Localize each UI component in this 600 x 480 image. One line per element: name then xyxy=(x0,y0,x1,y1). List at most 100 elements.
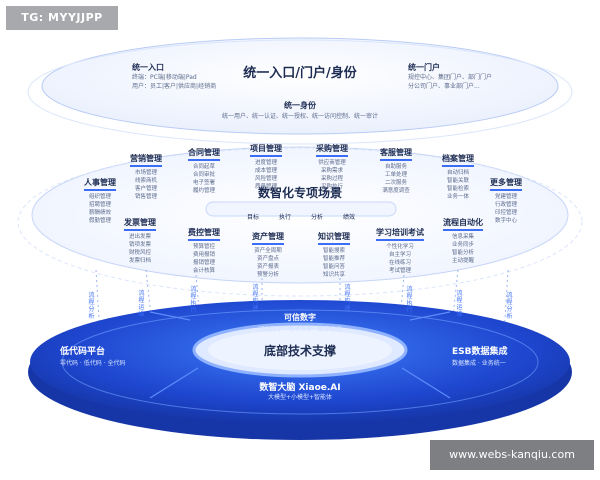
module-item: 行政管理 xyxy=(494,202,517,208)
module-item: 满意度调查 xyxy=(382,188,410,194)
module-item: 智能分析 xyxy=(451,250,474,256)
module-item: 线索商机 xyxy=(134,178,157,184)
watermark-bottom-right: www.webs-kanqiu.com xyxy=(430,440,594,470)
module-item: 智能关联 xyxy=(446,178,469,184)
module-item: 组织管理 xyxy=(88,194,111,200)
identity-layer-ellipse xyxy=(41,37,559,135)
module-item: 业务一体 xyxy=(446,194,469,200)
module-title: 资产管理 xyxy=(252,231,284,245)
module-training: 学习培训考试 个性化学习自主学习在线练习考试管理 xyxy=(364,220,436,275)
flow-label: 流程构建 xyxy=(252,284,259,312)
flow-label: 流程执行 xyxy=(190,286,197,314)
module-hr: 人事管理 组织管理招聘管理薪酬绩效假勤管理 xyxy=(70,170,130,225)
module-item: 薪酬绩效 xyxy=(88,210,111,216)
portal-desc: 规控中心、集团门户、部门门户 xyxy=(408,74,493,81)
module-item: 假勤管理 xyxy=(88,218,111,224)
entry-block: 统一入口 终端：PC端|移动端|Pad 用户：员工|客户|供应商|经销商 xyxy=(132,62,252,91)
module-title: 档案管理 xyxy=(442,153,474,167)
module-item: 印控管理 xyxy=(494,210,517,216)
module-item: 工单处理 xyxy=(384,172,407,178)
module-item: 进度管理 xyxy=(254,160,277,166)
flow-label: 流程分析 xyxy=(88,292,95,320)
module-item: 供应商管理 xyxy=(318,160,346,166)
module-workflow-automation: 流程自动化 信息采集业务同步智能分析主动提醒 xyxy=(430,210,496,265)
module-item: 业务同步 xyxy=(451,242,474,248)
scenario-title: 数智化专项场景 xyxy=(257,186,342,200)
module-contract: 合同管理 合同起草合同审批电子签署履约管理 xyxy=(174,140,234,195)
module-item: 市场管理 xyxy=(134,170,157,176)
module-item: 进出发票 xyxy=(128,234,151,240)
flow-label: 流程运维 xyxy=(456,290,463,318)
flow-label: 流程构建 xyxy=(344,284,351,312)
module-item: 报销管理 xyxy=(192,260,215,266)
module-item: 销售管理 xyxy=(134,194,157,200)
module-procurement: 采购管理 供应商管理采购需求采购过程采购执行 xyxy=(302,136,362,191)
identity-title: 统一入口/门户/身份 xyxy=(243,66,357,81)
unified-id-title: 统一身份 xyxy=(284,101,316,110)
module-item: 风险管理 xyxy=(254,176,277,182)
module-title: 人事管理 xyxy=(84,177,116,191)
module-item: 智能检索 xyxy=(446,186,469,192)
module-title: 学习培训考试 xyxy=(376,227,424,241)
module-item: 预算管控 xyxy=(192,244,215,250)
entry-title: 统一入口 xyxy=(132,63,164,72)
module-item: 客户管理 xyxy=(134,186,157,192)
module-item: 二次服务 xyxy=(384,180,407,186)
flow-label: 流程分析 xyxy=(506,292,513,320)
portal-title: 统一门户 xyxy=(408,63,440,72)
esb-title: ESB数据集成 xyxy=(452,347,508,357)
module-item: 自助服务 xyxy=(384,164,407,170)
module-item: 销项发票 xyxy=(128,242,151,248)
module-item: 采购需求 xyxy=(320,168,343,174)
module-item: 预警分析 xyxy=(256,272,279,278)
module-assets: 资产管理 资产全周期资产盘点资产报表预警分析 xyxy=(238,224,298,279)
module-invoice: 发票管理 进出发票销项发票财税风控发票归档 xyxy=(110,210,170,265)
module-title: 流程自动化 xyxy=(443,217,483,231)
lowcode-desc: 零代码 · 低代码 · 全代码 xyxy=(60,360,126,367)
module-item: 智能推荐 xyxy=(322,256,345,262)
module-item: 合同审批 xyxy=(192,172,215,178)
module-item: 电子签署 xyxy=(192,180,215,186)
module-title: 更多管理 xyxy=(490,177,522,191)
module-project: 项目管理 进度管理成本管理风险管理质量管理 xyxy=(236,136,296,191)
module-expense: 费控管理 预算管控费用报销报销管理会计核算 xyxy=(174,220,234,275)
module-customer-service: 客服管理 自助服务工单处理二次服务满意度调查 xyxy=(366,140,426,195)
module-item: 智能搜索 xyxy=(322,248,345,254)
module-item: 智能问答 xyxy=(322,264,345,270)
module-item: 采购过程 xyxy=(320,176,343,182)
module-item: 资产全周期 xyxy=(254,248,282,254)
module-title: 项目管理 xyxy=(250,143,282,157)
module-item: 成本管理 xyxy=(254,168,277,174)
module-item: 会计核算 xyxy=(192,268,215,274)
trust-desc: 可信数字 · 电子签章 · 数字存证 xyxy=(258,326,342,333)
lowcode-title: 低代码平台 xyxy=(60,347,106,357)
module-archives: 档案管理 自动归档智能关联智能检索业务一体 xyxy=(428,146,488,201)
module-item: 个性化学习 xyxy=(386,244,414,250)
scenario-chips: 目标执行分析绩效 xyxy=(206,204,396,223)
portal-block: 统一门户 规控中心、集团门户、部门门户 分公司门户、事业部门户... xyxy=(408,62,528,91)
ai-title: 数智大脑 Xiaoe.AI xyxy=(259,383,341,393)
entry-desc-2: 用户：员工|客户|供应商|经销商 xyxy=(132,83,217,90)
module-item: 信息采集 xyxy=(451,234,474,240)
module-item: 自动归档 xyxy=(446,170,469,176)
module-item: 资产盘点 xyxy=(256,256,279,262)
module-item: 资产报表 xyxy=(256,264,279,270)
module-item: 党建管理 xyxy=(494,194,517,200)
unified-id-desc: 统一用户、统一认证、统一授权、统一访问控制、统一审计 xyxy=(221,113,378,120)
module-title: 发票管理 xyxy=(124,217,156,231)
module-item: 考试管理 xyxy=(388,268,411,274)
module-item: 质量管理 xyxy=(254,184,277,190)
module-item: 合同起草 xyxy=(192,164,215,170)
ai-desc: 大模型+小模型+智能体 xyxy=(267,394,333,401)
trust-title: 可信数字 xyxy=(284,313,316,322)
module-item: 费用报销 xyxy=(192,252,215,258)
portal-desc-2: 分公司门户、事业部门户... xyxy=(408,83,480,90)
chip-execute: 执行 xyxy=(278,214,291,221)
module-title: 营销管理 xyxy=(130,153,162,167)
module-more: 更多管理 党建管理行政管理印控管理数字中心 xyxy=(476,170,536,225)
module-marketing: 营销管理 市场管理线索商机客户管理销售管理 xyxy=(116,146,176,201)
module-item: 财税风控 xyxy=(128,250,151,256)
module-item: 发票归档 xyxy=(128,258,151,264)
module-item: 自主学习 xyxy=(388,252,411,258)
